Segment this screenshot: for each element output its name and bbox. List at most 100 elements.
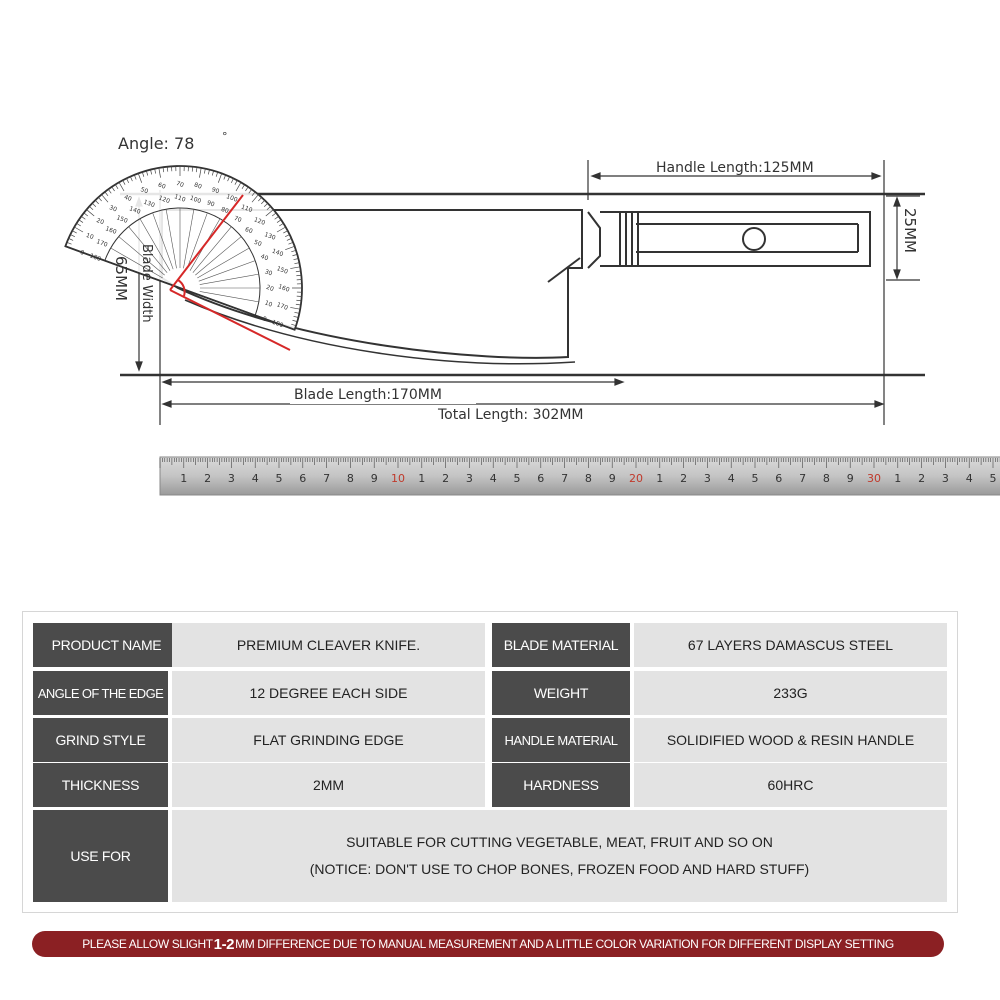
protractor-tick — [294, 262, 300, 265]
protractor-degree-label: 140 — [271, 248, 284, 259]
ruler-number: 4 — [966, 472, 973, 485]
protractor-tick — [217, 173, 223, 183]
ruler-number: 8 — [823, 472, 830, 485]
angle-label: Angle: 78 — [118, 134, 194, 153]
protractor-tick — [266, 206, 271, 210]
protractor-degree-label: 160 — [104, 225, 117, 236]
protractor-degree-label: 170 — [276, 301, 289, 312]
protractor-spoke — [179, 207, 181, 268]
spec-table: PRODUCT NAME PREMIUM CLEAVER KNIFE. BLAD… — [22, 611, 958, 913]
protractor-tick — [187, 166, 189, 172]
protractor-tick — [292, 319, 298, 322]
weight-value: 233G — [634, 671, 947, 715]
protractor-tick — [118, 182, 125, 192]
protractor-tick — [162, 167, 165, 173]
protractor-degree-label: 130 — [263, 231, 276, 242]
protractor-degree-label: 100 — [225, 193, 238, 204]
protractor-spoke — [198, 260, 256, 282]
protractor-degree-label: 10 — [85, 232, 95, 241]
protractor-degree-label: 100 — [189, 195, 202, 206]
protractor-spoke — [128, 226, 168, 273]
protractor-tick — [234, 180, 238, 185]
ruler-number: 2 — [204, 472, 211, 485]
ruler-number: 10 — [391, 472, 405, 485]
ruler-number: 8 — [585, 472, 592, 485]
protractor-tick — [241, 184, 245, 189]
protractor-tick — [175, 166, 177, 172]
product-name-label: PRODUCT NAME — [33, 623, 180, 667]
ruler-number: 1 — [656, 472, 663, 485]
angle-of-edge-label: ANGLE OF THE EDGE — [33, 671, 168, 715]
knife-outline — [161, 209, 871, 365]
protractor-degree-label: 80 — [193, 181, 203, 190]
protractor-spoke — [197, 247, 250, 279]
protractor-tick — [195, 167, 198, 173]
protractor-degree-label: 20 — [95, 217, 105, 226]
hardness-value: 60HRC — [634, 763, 947, 807]
protractor-tick — [86, 209, 95, 217]
ruler-number: 1 — [180, 472, 187, 485]
thickness-value: 2MM — [172, 763, 485, 807]
blade-width-value: 65MM — [112, 256, 130, 301]
protractor-spoke — [118, 236, 165, 276]
ruler-number: 2 — [680, 472, 687, 485]
handle-material-label: HANDLE MATERIAL — [492, 718, 630, 762]
protractor-degree-label: 30 — [108, 204, 118, 213]
protractor-degree-label: 120 — [158, 195, 171, 206]
protractor-tick — [295, 270, 301, 273]
notice-emphasis: 1-2 — [213, 935, 235, 953]
protractor-tick — [295, 303, 301, 306]
protractor-tick — [296, 295, 302, 297]
protractor-degree-label: 70 — [233, 215, 243, 224]
protractor-tick — [251, 191, 256, 197]
blade-material-label: BLADE MATERIAL — [492, 623, 630, 667]
protractor-tick — [191, 166, 194, 172]
protractor-tick — [141, 171, 145, 177]
protractor-tick — [271, 212, 277, 217]
protractor-degree-label: 70 — [175, 180, 185, 189]
angle-indicator — [169, 194, 291, 351]
protractor-tick — [133, 174, 137, 180]
dimension-lines — [135, 160, 920, 425]
protractor-tick — [274, 216, 279, 220]
protractor-tick — [94, 199, 99, 205]
protractor-tick — [223, 174, 227, 180]
degree-mark: ° — [222, 130, 228, 143]
use-for-label: USE FOR — [33, 810, 168, 902]
ruler-number: 3 — [704, 472, 711, 485]
ruler-number: 3 — [466, 472, 473, 485]
protractor-tick — [292, 254, 298, 257]
protractor-tick — [68, 238, 74, 241]
ruler-number: 2 — [442, 472, 449, 485]
protractor-tick — [245, 186, 249, 192]
ruler-number: 5 — [990, 472, 997, 485]
protractor-degree-label: 10 — [264, 300, 274, 309]
protractor-tick — [276, 219, 282, 223]
protractor-tick — [101, 194, 109, 203]
protractor-degree-label: 110 — [173, 193, 186, 204]
protractor-tick — [122, 180, 126, 185]
protractor-tick — [292, 287, 302, 289]
ruler-number: 6 — [299, 472, 306, 485]
notice-text-start: PLEASE ALLOW SLIGHT — [82, 937, 213, 951]
ruler-number: 3 — [942, 472, 949, 485]
protractor-tick — [291, 323, 297, 327]
handle-width-label: 25MM — [901, 208, 919, 253]
protractor-tick — [283, 230, 288, 234]
protractor-tick — [150, 169, 153, 175]
total-length-label: Total Length: 302MM — [437, 407, 583, 423]
protractor-tick — [211, 170, 214, 176]
protractor-degree-label: 40 — [123, 194, 133, 203]
protractor-spoke — [186, 212, 208, 270]
protractor-tick — [288, 241, 294, 245]
protractor-tick — [285, 234, 290, 238]
protractor-degree-label: 130 — [142, 199, 155, 210]
protractor-degree-label: 140 — [128, 205, 141, 216]
protractor-tick — [296, 279, 302, 281]
protractor-tick — [91, 202, 97, 207]
protractor-tick — [89, 206, 94, 210]
protractor-degree-label: 60 — [244, 226, 254, 235]
protractor-tick — [227, 176, 230, 182]
protractor-tick — [126, 178, 130, 183]
